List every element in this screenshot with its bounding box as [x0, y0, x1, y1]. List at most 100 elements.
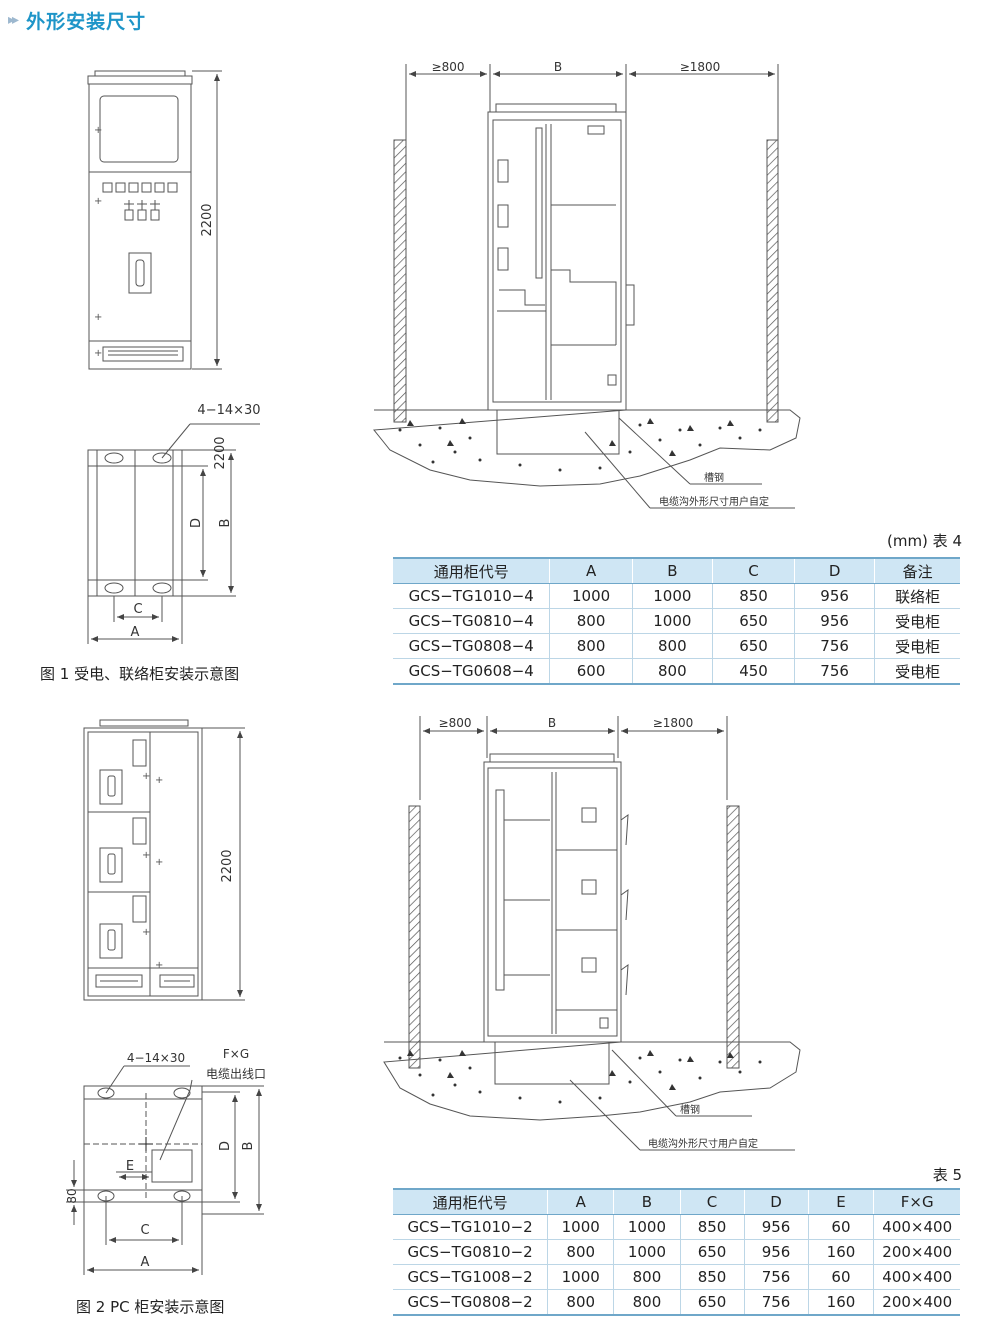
table-cell: 受电柜	[874, 608, 960, 634]
fig1-hole-spec: 4−14×30	[197, 403, 260, 418]
table-cell: 800	[547, 1239, 614, 1265]
table-cell: 1000	[613, 1214, 681, 1240]
fig2-front-view: + + + + + +	[83, 719, 245, 1001]
table5: 通用柜代号 A B C D E F×G GCS−TG1010−2 1000 10…	[393, 1188, 960, 1316]
table4-note: (mm) 表 4	[886, 532, 962, 550]
fig2-hole-spec: 4−14×30	[127, 1051, 185, 1065]
side2-dim-mid: B	[548, 716, 556, 730]
table-cell: 756	[794, 633, 875, 659]
table-cell: 650	[679, 1289, 745, 1316]
table-cell: 650	[711, 608, 795, 634]
table-cell: GCS−TG0810−2	[393, 1239, 548, 1265]
fig2-80-label: 80	[65, 1188, 79, 1203]
side1-dim-left: ≥800	[432, 60, 465, 74]
fig2-plan-view	[66, 1065, 264, 1275]
side2-dim-right: ≥1800	[653, 716, 694, 730]
table-cell: 1000	[547, 1214, 614, 1240]
table-header-cell: A	[547, 1188, 614, 1215]
concrete-dots-2	[398, 1050, 762, 1104]
fig1-caption: 图 1 受电、联络柜安装示意图	[40, 665, 240, 683]
table-cell: GCS−TG0608−4	[393, 658, 550, 685]
table-header-cell: C	[711, 557, 795, 584]
table-cell: 400×400	[873, 1214, 960, 1240]
side2-callout-trench: 电缆沟外形尺寸用户自定	[648, 1137, 758, 1150]
section-header: ▸▸ 外形安装尺寸	[8, 6, 146, 34]
table-cell: 1000	[631, 583, 713, 609]
table-row: GCS−TG0808−2 800 800 650 756 160 200×400	[393, 1289, 960, 1316]
table-cell: GCS−TG0808−4	[393, 633, 550, 659]
table-cell: 800	[631, 633, 713, 659]
table-header-cell: E	[807, 1188, 874, 1215]
table-cell: 联络柜	[874, 583, 960, 609]
table-cell: 956	[743, 1214, 809, 1240]
table-cell: GCS−TG1008−2	[393, 1264, 548, 1290]
table-cell: 800	[549, 633, 633, 659]
table-cell: 956	[794, 608, 875, 634]
svg-text:+: +	[142, 771, 150, 782]
table-cell: 800	[549, 608, 633, 634]
table-header-cell: F×G	[873, 1188, 960, 1215]
indicator-lamps	[102, 182, 178, 193]
side1-dim-mid: B	[554, 60, 562, 74]
table-cell: 60	[807, 1264, 874, 1290]
table-header-cell: B	[613, 1188, 681, 1215]
table-cell: 600	[549, 658, 633, 685]
table5-note: 表 5	[932, 1166, 962, 1184]
table-header-cell: 备注	[874, 557, 960, 584]
svg-text:+: +	[155, 775, 163, 786]
table-cell: 1000	[547, 1264, 614, 1290]
side1-dim-right: ≥1800	[680, 60, 721, 74]
table-cell: 200×400	[873, 1289, 960, 1316]
fig1-c-label: C	[133, 602, 142, 617]
table-header-cell: 通用柜代号	[393, 1188, 548, 1215]
svg-text:+: +	[94, 312, 102, 323]
side-view-2	[383, 716, 801, 1151]
table-cell: 160	[807, 1289, 874, 1316]
table-header-cell: B	[631, 557, 713, 584]
double-arrow-icon: ▸▸	[8, 12, 19, 28]
table-cell: 1000	[631, 608, 713, 634]
table-header-row: 通用柜代号 A B C D E F×G	[393, 1188, 960, 1215]
table-cell: 800	[613, 1289, 681, 1316]
table-cell: 756	[794, 658, 875, 685]
fig1-front-view: + + + +	[87, 70, 222, 370]
side1-callout-trench: 电缆沟外形尺寸用户自定	[659, 495, 769, 508]
fig1-height-label: 2200	[200, 203, 215, 236]
svg-text:+: +	[142, 927, 150, 938]
table-row: GCS−TG1008−2 1000 800 850 756 60 400×400	[393, 1264, 960, 1290]
table-cell: 受电柜	[874, 633, 960, 659]
table-cell: 1000	[613, 1239, 681, 1265]
table-cell: 800	[547, 1289, 614, 1316]
fig2-e-label: E	[126, 1159, 134, 1174]
table-cell: GCS−TG0808−2	[393, 1289, 548, 1316]
svg-text:+: +	[94, 348, 102, 359]
table-cell: 650	[679, 1239, 745, 1265]
table-row: GCS−TG1010−4 1000 1000 850 956 联络柜	[393, 583, 960, 609]
table-cell: 850	[679, 1214, 745, 1240]
fig2-a-label: A	[141, 1255, 150, 1270]
table-cell: 956	[794, 583, 875, 609]
concrete-dots-1	[398, 418, 762, 472]
table-row: GCS−TG0608−4 600 800 450 756 受电柜	[393, 658, 960, 685]
table-cell: 800	[631, 658, 713, 685]
fig1-plan-height-label: 2200	[213, 436, 228, 469]
side-view-1	[373, 64, 801, 509]
table-cell: 450	[711, 658, 795, 685]
table-header-cell: C	[679, 1188, 745, 1215]
table-cell: 956	[743, 1239, 809, 1265]
fig1-d-label: D	[189, 518, 204, 528]
table4: 通用柜代号 A B C D 备注 GCS−TG1010−4 1000 1000 …	[393, 557, 960, 685]
table-cell: GCS−TG0810−4	[393, 608, 550, 634]
table-cell: 1000	[549, 583, 633, 609]
section-title: 外形安装尺寸	[26, 10, 147, 33]
svg-text:+: +	[142, 850, 150, 861]
side1-callout-steel: 槽钢	[704, 471, 724, 484]
fig1-b-label: B	[218, 519, 233, 528]
table-cell: 200×400	[873, 1239, 960, 1265]
table-row: GCS−TG1010−2 1000 1000 850 956 60 400×40…	[393, 1214, 960, 1240]
table-row: GCS−TG0810−4 800 1000 650 956 受电柜	[393, 608, 960, 634]
svg-text:+: +	[94, 125, 102, 136]
table-cell: 受电柜	[874, 658, 960, 685]
table-cell: 850	[679, 1264, 745, 1290]
